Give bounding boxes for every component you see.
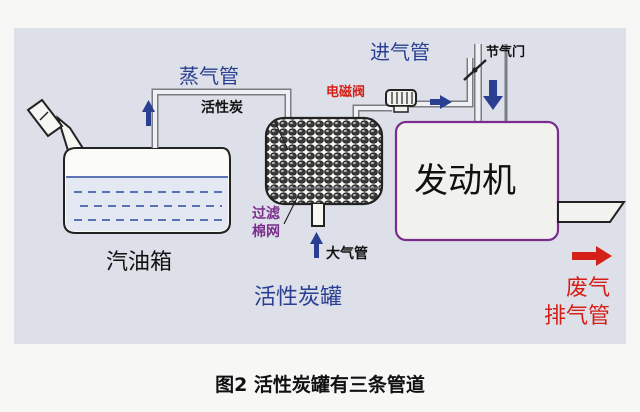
exhaust-out-arrow (572, 246, 612, 266)
throttle-pivot (472, 67, 478, 73)
filter-cotton-label-line2: 棉网 (252, 224, 280, 240)
intake-pipe-label: 进气管 (370, 40, 430, 64)
atmosphere-up-arrow (310, 232, 323, 258)
canister-label: 活性炭罐 (254, 285, 343, 310)
figure-caption: 图2 活性炭罐有三条管道 (215, 374, 425, 396)
vapor-pipe-label: 蒸气管 (179, 64, 239, 88)
exhaust-label-line1: 废气 (566, 276, 611, 301)
solenoid-valve (385, 89, 417, 113)
throttle-label: 节气门 (486, 45, 526, 60)
exhaust-pipe (557, 201, 626, 223)
carbon-canister (264, 116, 384, 227)
engine-label: 发动机 (414, 161, 516, 201)
intake-pipe (474, 44, 508, 122)
engine-block (394, 120, 560, 242)
vapor-pipe (151, 88, 292, 148)
filter-leader (283, 195, 299, 225)
vapor-up-arrow (142, 100, 155, 126)
purge-flow-arrow (430, 95, 452, 109)
purge-pipe (352, 58, 474, 118)
filter-cotton-label-line1: 过滤 (252, 206, 280, 222)
solenoid-valve-label: 电磁阀 (326, 85, 366, 100)
fuel-tank (63, 147, 231, 234)
fuel-tank-label: 汽油箱 (106, 250, 173, 275)
atmosphere-pipe-label: 大气管 (326, 246, 368, 262)
carbon-leader (273, 119, 289, 151)
exhaust-label-line2: 排气管 (544, 304, 611, 329)
activated-carbon-label: 活性炭 (201, 100, 243, 116)
intake-down-arrow (483, 80, 503, 110)
